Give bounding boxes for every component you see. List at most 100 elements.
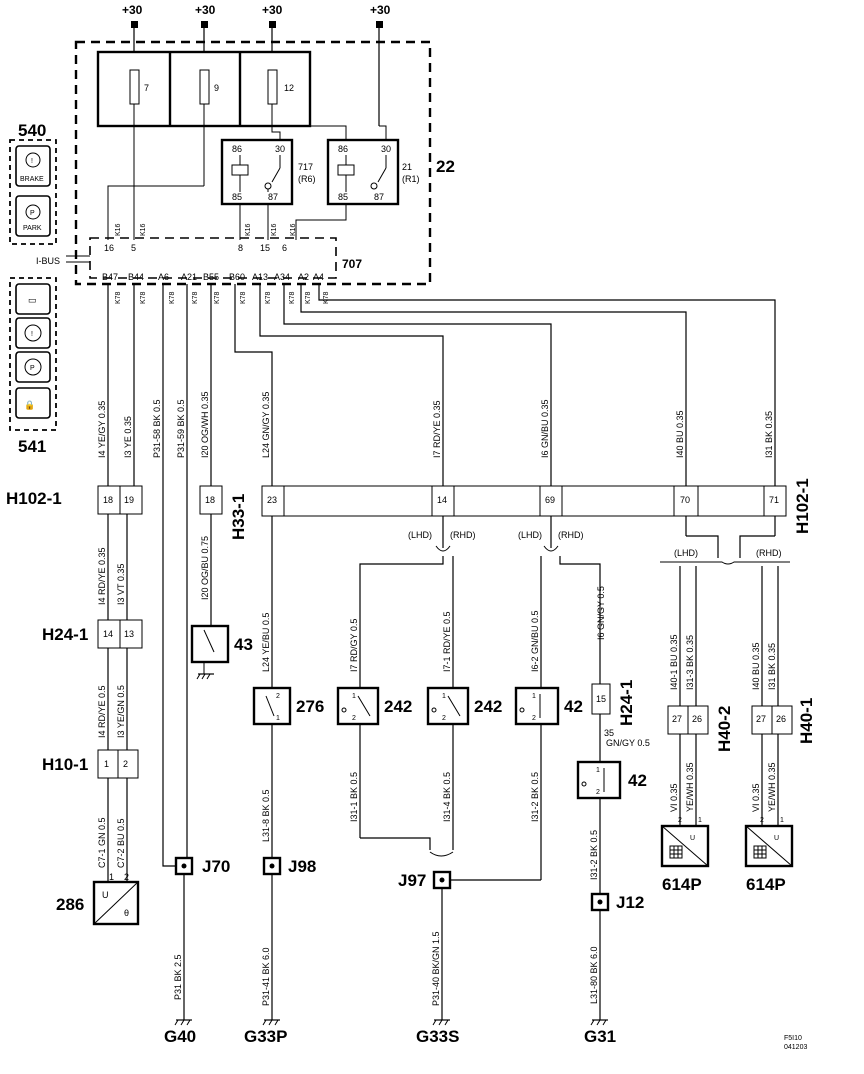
sensor-286: 1 2 U θ 286 (56, 872, 140, 926)
svg-text:G40: G40 (164, 1027, 196, 1046)
svg-text:I4 RD/YE 0.5: I4 RD/YE 0.5 (97, 685, 107, 738)
svg-text:12: 12 (284, 83, 294, 93)
supply-label-1: +30 (122, 3, 143, 17)
svg-text:L24 GN/GY 0.35: L24 GN/GY 0.35 (261, 392, 271, 458)
switch-43: 43 (190, 624, 253, 680)
main-harness (107, 284, 776, 867)
svg-text:K78: K78 (115, 291, 122, 304)
svg-text:86: 86 (232, 144, 242, 154)
svg-text:(RHD): (RHD) (756, 548, 782, 558)
svg-text:J12: J12 (616, 893, 644, 912)
connector-h40-1: 27 26 H40-1 2 1 (751, 698, 816, 824)
svg-text:14: 14 (437, 495, 447, 505)
svg-text:1: 1 (596, 767, 600, 774)
svg-text:27: 27 (672, 714, 682, 724)
svg-text:GN/GY 0.5: GN/GY 0.5 (606, 738, 650, 748)
upper-wire-labels: I4 YE/GY 0.35 I3 YE 0.35 P31-58 BK 0.5 P… (97, 391, 774, 458)
ground-g33p: G33P (244, 1019, 287, 1046)
svg-text:L24 YE/BU 0.5: L24 YE/BU 0.5 (261, 613, 271, 672)
svg-text:H10-1: H10-1 (42, 755, 88, 774)
svg-text:I6 GN/GY 0.5: I6 GN/GY 0.5 (596, 586, 606, 640)
relay-717: 86 30 85 87 717 (R6) (220, 138, 316, 206)
switch-276: 2 1 276 (252, 686, 324, 726)
svg-text:87: 87 (374, 192, 384, 202)
svg-text:2: 2 (352, 715, 356, 722)
svg-text:I31-1 BK 0.5: I31-1 BK 0.5 (349, 772, 359, 822)
svg-text:H102-1: H102-1 (6, 489, 62, 508)
svg-text:P31 BK 2.5: P31 BK 2.5 (173, 954, 183, 1000)
svg-text:70: 70 (680, 495, 690, 505)
svg-text:I6-2 GN/BU 0.5: I6-2 GN/BU 0.5 (530, 610, 540, 672)
svg-text:(RHD): (RHD) (558, 530, 584, 540)
svg-text:(LHD): (LHD) (674, 548, 698, 558)
svg-text:30: 30 (381, 144, 391, 154)
park-brake-icon: P (30, 210, 35, 217)
svg-text:G33P: G33P (244, 1027, 287, 1046)
svg-text:(RHD): (RHD) (450, 530, 476, 540)
svg-text:K78: K78 (289, 291, 296, 304)
svg-text:(R6): (R6) (298, 174, 316, 184)
svg-text:K16: K16 (245, 223, 252, 236)
connector-h33: 18 H33-1 (199, 485, 248, 540)
svg-text:43: 43 (234, 635, 253, 654)
svg-text:5: 5 (131, 243, 136, 253)
svg-text:1: 1 (532, 693, 536, 700)
level-warning-icon: ▭ (28, 295, 37, 305)
brake-warning-icon: ! (31, 158, 33, 165)
left-lower-wiring: I4 RD/YE 0.35 I3 VT 0.35 H24-1 14 13 I4 … (42, 514, 253, 1046)
svg-text:BRAKE: BRAKE (20, 176, 44, 183)
svg-text:B44: B44 (128, 272, 144, 282)
svg-text:L31-8 BK 0.5: L31-8 BK 0.5 (261, 789, 271, 842)
svg-text:35: 35 (604, 728, 614, 738)
svg-text:H33-1: H33-1 (229, 494, 248, 540)
svg-text:2: 2 (596, 789, 600, 796)
splice-j70: J70 (174, 856, 230, 876)
cluster-541: ▭ ! P 🔒 541 (9, 277, 57, 456)
svg-text:H102-1: H102-1 (793, 478, 812, 534)
svg-text:K78: K78 (323, 291, 330, 304)
svg-text:I6 GN/BU 0.35: I6 GN/BU 0.35 (540, 399, 550, 458)
svg-text:7: 7 (144, 83, 149, 93)
svg-text:K78: K78 (214, 291, 221, 304)
ground-g40: G40 (164, 1019, 196, 1046)
connector-h40-2: 27 26 H40-2 2 1 (667, 705, 734, 824)
svg-text:I31-2 BK 0.5: I31-2 BK 0.5 (530, 772, 540, 822)
svg-text:YE/WH 0.35: YE/WH 0.35 (767, 762, 777, 812)
svg-text:1: 1 (109, 872, 114, 882)
svg-text:VI 0.35: VI 0.35 (751, 783, 761, 812)
switch-42-lhd: 1 2 42 (514, 686, 583, 726)
svg-text:P31-59 BK 0.5: P31-59 BK 0.5 (176, 399, 186, 458)
svg-text:286: 286 (56, 895, 84, 914)
svg-text:K78: K78 (265, 291, 272, 304)
svg-text:I31-2 BK 0.5: I31-2 BK 0.5 (589, 830, 599, 880)
svg-text:(LHD): (LHD) (408, 530, 432, 540)
svg-text:B47: B47 (102, 272, 118, 282)
svg-text:B60: B60 (229, 272, 245, 282)
svg-text:I3 YE 0.35: I3 YE 0.35 (123, 416, 133, 458)
svg-text:I40 BU 0.35: I40 BU 0.35 (675, 410, 685, 458)
svg-text:1: 1 (352, 693, 356, 700)
svg-text:YE/WH 0.35: YE/WH 0.35 (685, 762, 695, 812)
svg-text:23: 23 (267, 495, 277, 505)
connector-h24-right: 15 H24-1 35 (591, 680, 636, 738)
svg-text:85: 85 (338, 192, 348, 202)
svg-text:2: 2 (442, 715, 446, 722)
svg-text:C7-2 BU 0.5: C7-2 BU 0.5 (116, 818, 126, 868)
svg-text:1: 1 (276, 715, 280, 722)
svg-text:86: 86 (338, 144, 348, 154)
svg-text:242: 242 (474, 697, 502, 716)
svg-text:B55: B55 (203, 272, 219, 282)
svg-text:I20 OG/WH 0.35: I20 OG/WH 0.35 (200, 391, 210, 458)
svg-text:1: 1 (442, 693, 446, 700)
svg-text:P31-58 BK 0.5: P31-58 BK 0.5 (152, 399, 162, 458)
svg-text:2: 2 (124, 872, 129, 882)
diagram-footer: F5I10 041203 (784, 1035, 807, 1051)
svg-text:614P: 614P (662, 875, 702, 894)
lock-icon: 🔒 (24, 400, 35, 410)
svg-text:I7-1 RD/YE 0.5: I7-1 RD/YE 0.5 (442, 611, 452, 672)
svg-text:42: 42 (564, 697, 583, 716)
svg-text:I4 YE/GY 0.35: I4 YE/GY 0.35 (97, 401, 107, 458)
svg-text:1: 1 (698, 817, 702, 824)
svg-text:21: 21 (402, 162, 412, 172)
svg-text:42: 42 (628, 771, 647, 790)
